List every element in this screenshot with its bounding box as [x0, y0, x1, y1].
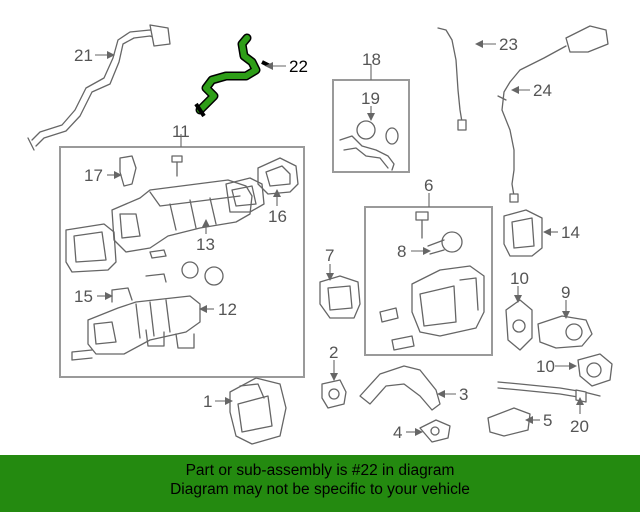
callout-16[interactable]: 16: [268, 207, 287, 226]
callout-3[interactable]: 3: [459, 385, 468, 404]
part-small-seals-lower[interactable]: [71, 329, 195, 361]
part-6-small-bolts[interactable]: [379, 307, 415, 351]
leader-lines: [95, 40, 584, 436]
callout-12[interactable]: 12: [218, 300, 237, 319]
part-gasket-mid[interactable]: [225, 177, 265, 213]
callout-23[interactable]: 23: [499, 35, 518, 54]
part-2-gasket[interactable]: [321, 379, 347, 409]
callout-4[interactable]: 4: [393, 423, 402, 442]
part-bolt-11[interactable]: [171, 155, 183, 177]
callout-13[interactable]: 13: [196, 235, 215, 254]
part-22-tube-highlighted[interactable]: [194, 33, 271, 118]
part-6-egr-valve[interactable]: [411, 265, 485, 337]
part-9-actuator[interactable]: [537, 315, 593, 349]
footer-line-disclaimer: Diagram may not be specific to your vehi…: [170, 481, 470, 498]
part-4-gasket[interactable]: [419, 419, 451, 443]
part-7-bracket[interactable]: [319, 275, 361, 319]
part-1-valve[interactable]: [229, 377, 287, 445]
callout-6[interactable]: 6: [424, 176, 433, 195]
callout-22[interactable]: 22: [289, 57, 308, 76]
callout-5[interactable]: 5: [543, 411, 552, 430]
callout-11[interactable]: 11: [172, 122, 190, 141]
part-17-sensor[interactable]: [119, 155, 137, 187]
callout-20[interactable]: 20: [570, 417, 589, 436]
callout-10-lower[interactable]: 10: [536, 357, 555, 376]
group-box-11: [59, 146, 305, 378]
part-24-sensor[interactable]: [497, 25, 609, 203]
part-5-bracket[interactable]: [487, 407, 531, 437]
part-14-gasket[interactable]: [503, 209, 543, 257]
footer-line-part-number: Part or sub-assembly is #22 in diagram: [185, 462, 455, 479]
part-3-tube[interactable]: [359, 365, 441, 411]
callout-17[interactable]: 17: [84, 166, 103, 185]
part-clamps-and-seals[interactable]: [111, 249, 224, 303]
callout-7[interactable]: 7: [325, 246, 334, 265]
callout-18[interactable]: 18: [362, 50, 381, 69]
footer-banner: Part or sub-assembly is #22 in diagram D…: [0, 455, 640, 512]
part-10-gasket-b[interactable]: [577, 353, 613, 387]
part-19-valve[interactable]: [339, 120, 399, 171]
part-gasket-upper[interactable]: [65, 223, 117, 273]
callout-24[interactable]: 24: [533, 81, 552, 100]
part-egr-cooler-upper[interactable]: [111, 179, 253, 253]
callout-2[interactable]: 2: [329, 343, 338, 362]
callout-labels: 21 22 23 24 18 19 11 17 16 13 15 12 6 8 …: [74, 35, 589, 442]
callout-15[interactable]: 15: [74, 287, 93, 306]
callout-8[interactable]: 8: [397, 242, 406, 261]
part-21-tube[interactable]: [27, 24, 171, 151]
callout-1[interactable]: 1: [203, 392, 212, 411]
part-egr-cooler-lower[interactable]: [87, 295, 201, 355]
part-20-tube[interactable]: [497, 381, 601, 403]
callout-19[interactable]: 19: [361, 89, 380, 108]
part-6-bolt[interactable]: [415, 211, 429, 239]
parts-diagram: 21 22 23 24 18 19 11 17 16 13 15 12 6 8 …: [27, 24, 613, 445]
part-8-valve[interactable]: [427, 231, 463, 255]
part-23-sensor[interactable]: [437, 27, 467, 131]
part-10-gasket-a[interactable]: [505, 299, 533, 351]
callout-10-upper[interactable]: 10: [510, 269, 529, 288]
part-16-gasket[interactable]: [257, 157, 299, 195]
callout-21[interactable]: 21: [74, 46, 93, 65]
callout-9[interactable]: 9: [561, 283, 570, 302]
callout-14[interactable]: 14: [561, 223, 580, 242]
